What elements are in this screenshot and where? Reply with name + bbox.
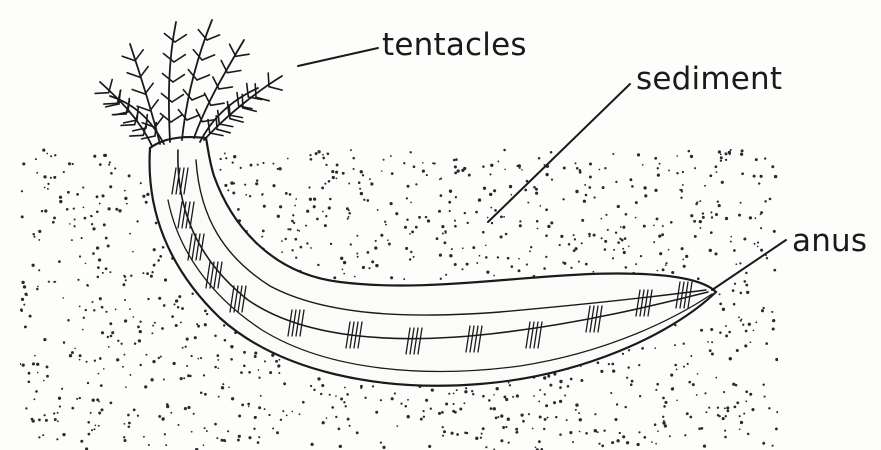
leader-line-sediment (488, 84, 630, 222)
tentacle-crown (95, 20, 282, 146)
leader-line-tentacles (298, 48, 378, 66)
leader-line-anus (712, 240, 786, 290)
label-anus: anus (792, 226, 867, 257)
label-sediment: sediment (636, 64, 782, 95)
animal-body (150, 137, 716, 386)
body-outline (150, 137, 716, 386)
label-tentacles: tentacles (382, 30, 527, 61)
